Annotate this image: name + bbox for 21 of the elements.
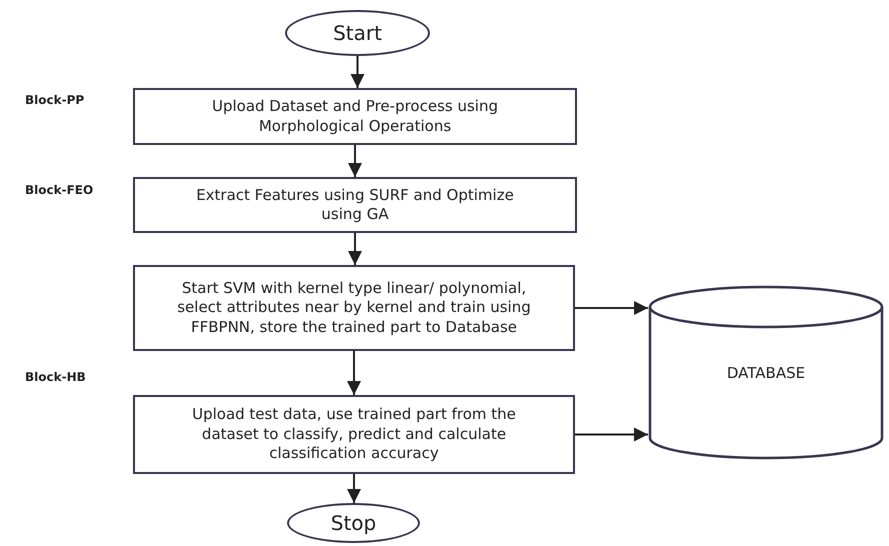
process-box [133,177,577,233]
process-box [133,395,575,474]
arrow [347,474,361,503]
process-box [133,265,575,351]
arrow [575,301,648,315]
node-text: Upload Dataset and Pre-process using Morphological Operations [210,97,499,136]
arrow [348,233,362,265]
node-text: Stop [330,511,376,535]
arrow [575,428,648,442]
node-text: Start SVM with kernel type linear/ polynomial, select attributes near by kernel and train using FFBPNN, store the trained part to Database [177,278,531,338]
arrow [347,351,361,395]
node-text: Extract Features using SURF and Optimize using GA [195,186,515,224]
node-text: DATABASE [726,364,806,382]
arrow [350,56,364,88]
node-text: Upload test data, use trained part from the dataset to classify, predict and calculate classification accuracy [191,405,517,464]
arrow [348,145,362,177]
process-box [133,88,577,145]
node-text: Start [333,21,382,45]
block-label: Block-FEO [25,183,94,197]
block-label: Block-HB [25,370,86,384]
block-label: Block-PP [25,93,84,107]
